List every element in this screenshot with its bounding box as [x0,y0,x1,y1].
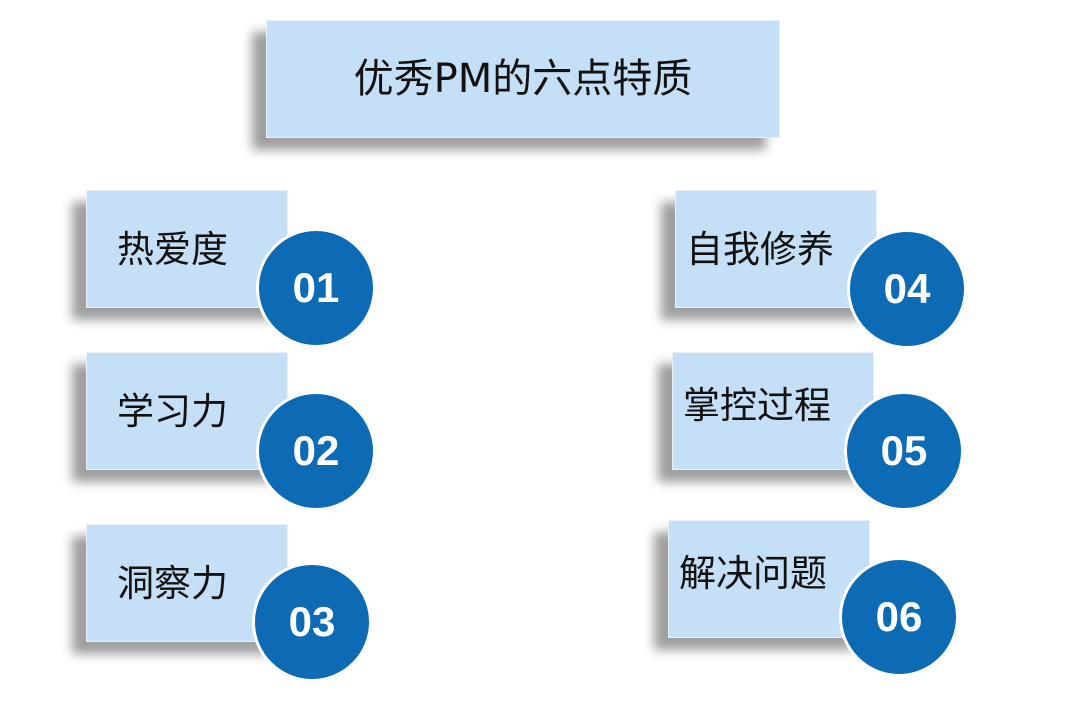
trait-box-06: 解决问题 [668,520,870,638]
trait-number-badge-04: 04 [847,229,967,349]
trait-number-badge-02: 02 [256,391,376,511]
trait-label-02: 学习力 [117,389,228,433]
trait-number-03: 03 [288,598,336,645]
trait-label-05: 掌控过程 [683,384,831,427]
trait-box-01: 热爱度 [86,190,288,308]
trait-label-04: 自我修养 [686,227,834,271]
diagram-title: 优秀PM的六点特质 [353,56,693,102]
trait-box-04: 自我修养 [675,190,877,308]
trait-label-01: 热爱度 [117,227,228,271]
trait-label-03: 洞察力 [117,561,228,605]
trait-number-badge-01: 01 [256,228,376,348]
trait-number-05: 05 [880,427,928,474]
trait-number-02: 02 [292,427,340,474]
trait-label-06: 解决问题 [679,552,827,595]
trait-number-04: 04 [883,265,931,312]
trait-box-05: 掌控过程 [672,352,874,470]
diagram-title-box: 优秀PM的六点特质 [266,20,780,138]
trait-number-01: 01 [292,264,340,311]
trait-number-06: 06 [875,593,923,640]
trait-number-badge-03: 03 [252,562,372,682]
trait-box-02: 学习力 [86,352,288,470]
trait-number-badge-06: 06 [839,557,959,677]
trait-number-badge-05: 05 [844,391,964,511]
